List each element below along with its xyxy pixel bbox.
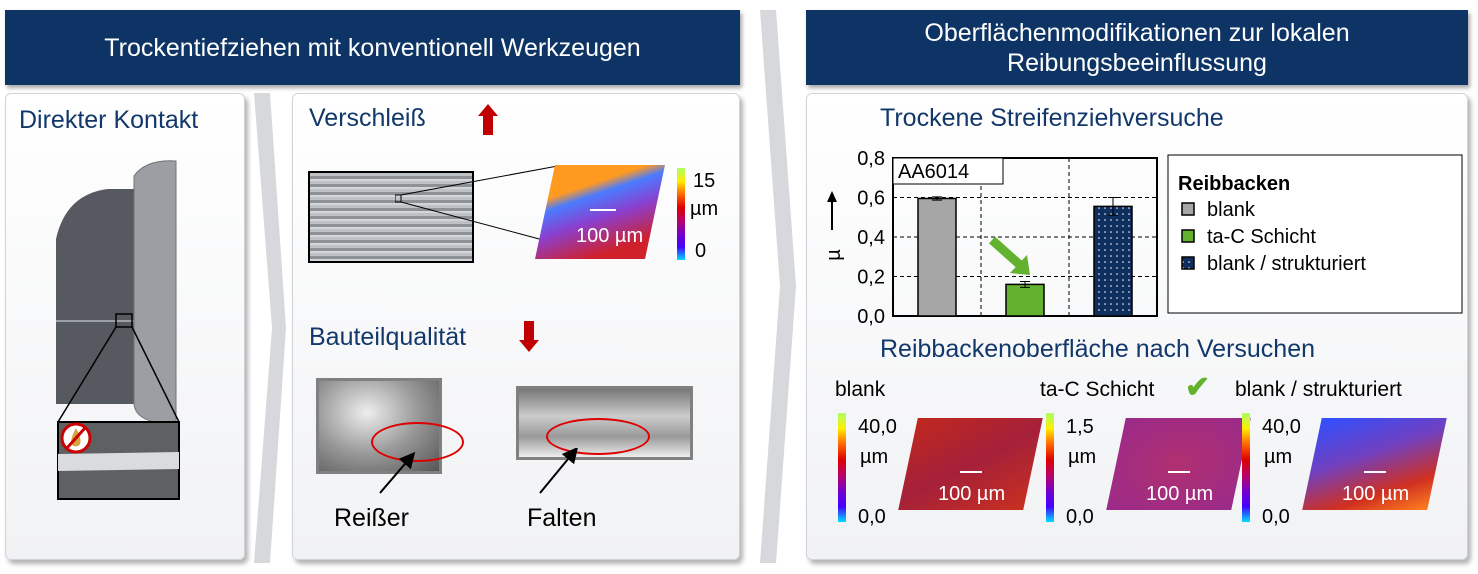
arrow-up-icon <box>478 104 498 116</box>
annotation-box <box>892 157 1004 185</box>
pointer-arrows <box>379 448 579 494</box>
arrow-up-icon-shaft <box>483 115 493 135</box>
surface-label: blank / strukturiert <box>1235 378 1402 401</box>
surface-label: blank <box>835 378 886 401</box>
scalebar <box>1168 471 1190 473</box>
legend-swatch <box>1181 202 1195 216</box>
surface-title: Reibbackenoberfläche nach Versuchen <box>880 335 1316 363</box>
legend-item: blank <box>1207 199 1256 221</box>
colorbar <box>1046 413 1054 522</box>
error-bar <box>1108 197 1118 216</box>
y-tick-label: 0,4 <box>857 227 885 249</box>
error-bar <box>932 196 942 201</box>
scalebar <box>1364 471 1386 473</box>
bar-blank-strukturiert <box>1093 205 1133 317</box>
colorbar-min: 0,0 <box>858 506 886 528</box>
colorbar-max: 40,0 <box>1262 416 1301 438</box>
y-axis-label: µ <box>823 249 845 261</box>
panel-problems <box>292 93 740 560</box>
colorbar-min: 0,0 <box>1262 506 1290 528</box>
arrow-down-icon <box>524 321 534 341</box>
legend-item: ta-C Schicht <box>1207 226 1316 248</box>
y-tick-label: 0,6 <box>857 188 885 210</box>
colorbar-unit: µm <box>1264 446 1293 468</box>
header-left: Trockentiefziehen mit konventionell Werk… <box>5 10 740 85</box>
legend-swatch <box>1181 229 1195 243</box>
wear-title: Verschleiß <box>309 104 426 132</box>
scalebar <box>590 209 616 211</box>
crack-label: Reißer <box>334 504 410 532</box>
y-axis-arrow-icon-head <box>827 191 837 202</box>
colorbar <box>838 413 846 522</box>
scalebar-label: 100 µm <box>1342 483 1410 505</box>
colorbar-unit: µm <box>1068 446 1097 468</box>
panel-title: Direkter Kontakt <box>19 106 199 134</box>
arrow-down-icon-head <box>519 340 539 352</box>
chart-title: Trockene Streifenziehversuche <box>880 104 1224 132</box>
legend-title: Reibbacken <box>1178 173 1290 195</box>
scalebar-label: 100 µm <box>576 225 644 247</box>
scalebar-label: 100 µm <box>938 483 1006 505</box>
colorbar-max: 40,0 <box>858 416 897 438</box>
wrinkle-label: Falten <box>527 504 597 532</box>
colorbar-min: 0 <box>695 240 707 262</box>
green-arrow-icon <box>989 236 1023 269</box>
checkmark-icon: ✔ <box>1185 371 1211 404</box>
colorbar-max: 15 <box>693 170 716 192</box>
green-arrow-icon-head <box>1010 255 1030 275</box>
scalebar <box>960 471 982 473</box>
y-tick-label: 0,0 <box>857 306 885 328</box>
y-tick-label: 0,8 <box>857 148 885 170</box>
zoom-lines <box>395 165 564 241</box>
wrinkle-highlight <box>546 418 650 455</box>
surface-label: ta-C Schicht <box>1040 378 1155 401</box>
colorbar <box>1242 413 1250 522</box>
colorbar-unit: µm <box>860 446 889 468</box>
chevron-arrow-1 <box>254 93 286 563</box>
bar-blank <box>917 197 957 317</box>
crack-highlight <box>371 422 464 462</box>
quality-title: Bauteilqualität <box>309 323 467 351</box>
colorbar-min: 0,0 <box>1066 506 1094 528</box>
bar-ta-c-schicht <box>1005 283 1045 317</box>
colorbar-unit: µm <box>690 198 719 220</box>
colorbar-max: 1,5 <box>1066 416 1094 438</box>
error-bar <box>1020 280 1030 288</box>
chevron-arrow-2 <box>760 10 796 563</box>
colorbar <box>677 168 685 260</box>
tool-illustration <box>56 160 180 500</box>
panel-direct-contact: Direkter Kontakt <box>5 93 245 560</box>
y-tick-label: 0,2 <box>857 267 885 289</box>
legend-swatch <box>1181 256 1195 270</box>
header-right: Oberflächenmodifikationen zur lokalen Re… <box>806 10 1468 85</box>
annotation-label: AA6014 <box>898 161 969 183</box>
scalebar-label: 100 µm <box>1146 483 1214 505</box>
legend-box <box>1167 154 1463 314</box>
legend-item: blank / strukturiert <box>1207 253 1366 275</box>
